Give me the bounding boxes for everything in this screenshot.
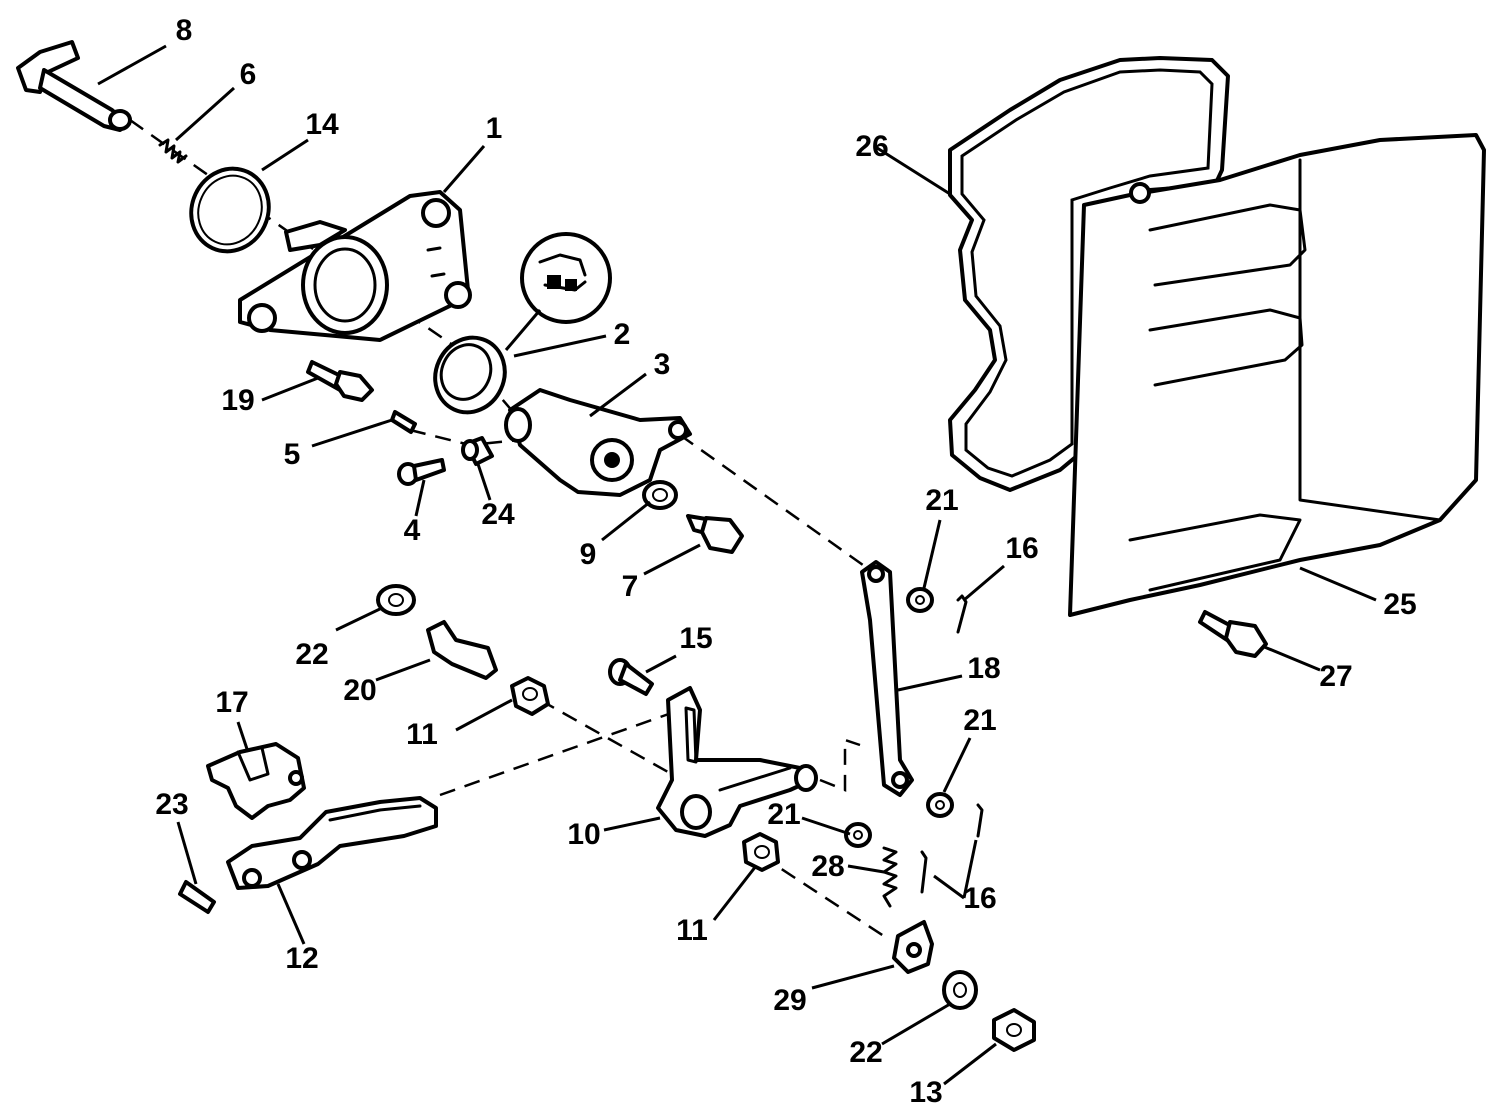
callout-28: 28 (811, 850, 844, 883)
callout-22-upper: 22 (295, 638, 328, 671)
callout-15: 15 (679, 622, 712, 655)
part-11-nut-lower (742, 832, 780, 872)
part-22-washer-upper (376, 584, 416, 616)
part-4-screw (397, 458, 446, 486)
part-16-cotter-pin-lower (920, 803, 984, 894)
part-7-bolt (686, 514, 744, 554)
callout-10: 10 (567, 818, 600, 851)
callout-27: 27 (1319, 660, 1352, 693)
part-21-washer-lower (844, 822, 872, 848)
callout-22-lower: 22 (849, 1036, 882, 1069)
part-9-washer (642, 480, 678, 510)
callout-11-upper: 11 (406, 718, 438, 751)
callout-5: 5 (284, 438, 301, 471)
part-23-pin (178, 880, 216, 914)
part-14-o-ring (189, 166, 271, 254)
part-19-bolt (306, 360, 374, 402)
part-20-stud (426, 620, 498, 680)
callout-17: 17 (215, 686, 248, 719)
callout-21-middle: 21 (963, 704, 996, 737)
callout-29: 29 (773, 984, 806, 1017)
callout-26: 26 (855, 130, 888, 163)
callout-1: 1 (486, 112, 503, 145)
callout-21-lower: 21 (767, 798, 800, 831)
callout-4: 4 (404, 514, 421, 547)
part-6-spring (158, 138, 188, 164)
callout-21-upper: 21 (925, 484, 958, 517)
part-18-link-rod (860, 560, 914, 797)
part-10-bell-crank (656, 686, 818, 838)
callout-12: 12 (285, 942, 318, 975)
part-25-cover (1068, 133, 1486, 617)
callout-6: 6 (240, 58, 257, 91)
part-1-housing (238, 190, 472, 342)
callout-11-lower: 11 (676, 914, 708, 947)
callout-14: 14 (305, 108, 339, 141)
part-21-washer-middle (926, 792, 954, 818)
callout-7: 7 (622, 570, 639, 603)
part-27-bolt (1198, 610, 1268, 658)
callout-16-lower: 16 (963, 882, 996, 915)
callout-3: 3 (654, 348, 671, 381)
callout-9: 9 (580, 538, 597, 571)
part-15-screw (608, 658, 654, 696)
callout-8: 8 (176, 14, 193, 47)
callout-24: 24 (481, 498, 515, 531)
part-29-cam-plate (892, 920, 934, 974)
callout-labels: 8 6 14 1 2 3 19 5 4 24 9 7 22 20 11 15 1… (155, 14, 1416, 1109)
callout-2: 2 (614, 318, 631, 351)
part-21-washer-upper (906, 587, 934, 613)
callout-23: 23 (155, 788, 188, 821)
callout-leader-lines (97, 44, 1377, 1086)
callout-13: 13 (909, 1076, 942, 1109)
part-2-seal (433, 335, 507, 415)
part-5-pin (390, 410, 417, 434)
callout-20: 20 (343, 674, 376, 707)
part-8-shift-shaft (16, 40, 132, 132)
callout-19: 19 (221, 384, 254, 417)
callout-25: 25 (1383, 588, 1416, 621)
part-28-spring (882, 846, 898, 908)
part-26-gasket (948, 56, 1230, 492)
part-16-cotter-pin-upper (956, 594, 968, 634)
part-17-bracket (206, 742, 306, 820)
part-3-shift-lever (504, 388, 692, 497)
part-12-link-arm (226, 796, 438, 890)
callout-16-upper: 16 (1005, 532, 1038, 565)
seal-detail-inset (504, 232, 612, 351)
part-22-washer-lower (942, 970, 978, 1010)
part-11-nut-upper (510, 676, 550, 716)
part-24-bushing (461, 436, 494, 466)
callout-18: 18 (967, 652, 1000, 685)
part-13-nut (992, 1008, 1036, 1052)
